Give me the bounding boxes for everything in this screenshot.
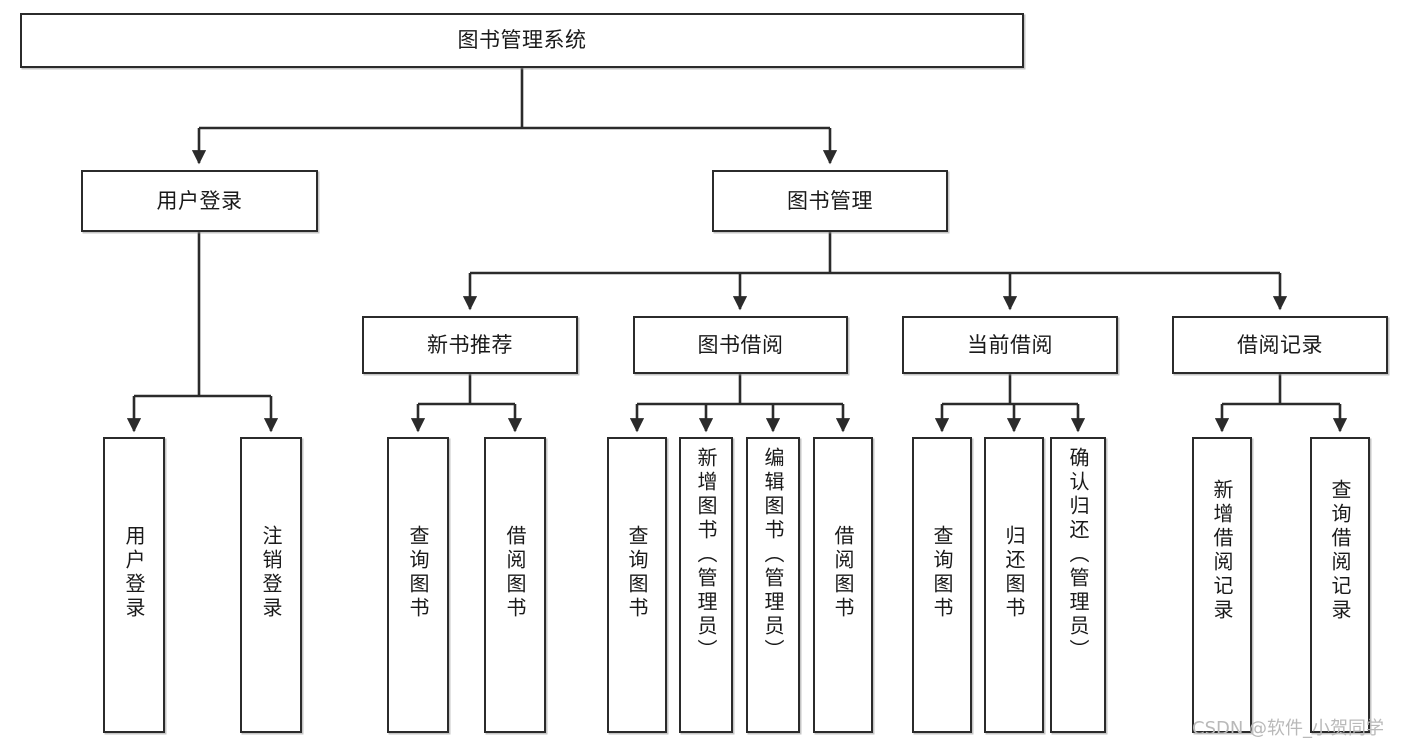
node-leaf-borrow-book-bb-label: 借阅图书 [831, 525, 855, 621]
node-leaf-add-book[interactable]: 新增图书（管理员） [679, 437, 733, 733]
node-current-borrow[interactable]: 当前借阅 [902, 316, 1118, 374]
node-new-book-rec-label: 新书推荐 [427, 332, 513, 357]
node-leaf-query-book-cb-label: 查询图书 [930, 525, 954, 621]
node-book-manage-label: 图书管理 [787, 188, 873, 213]
node-new-book-rec[interactable]: 新书推荐 [362, 316, 578, 374]
node-leaf-query-book-rec[interactable]: 查询图书 [387, 437, 449, 733]
node-leaf-add-book-label: 新增图书（管理员） [694, 447, 718, 663]
node-leaf-user-login[interactable]: 用户登录 [103, 437, 165, 733]
node-leaf-query-record[interactable]: 查询借阅记录 [1310, 437, 1370, 733]
node-leaf-query-record-label: 查询借阅记录 [1328, 479, 1352, 623]
node-leaf-confirm-return-label: 确认归还（管理员） [1066, 447, 1090, 663]
node-leaf-edit-book-label: 编辑图书（管理员） [761, 447, 785, 663]
node-root-label: 图书管理系统 [457, 28, 587, 53]
node-borrow-record-label: 借阅记录 [1237, 332, 1323, 357]
node-leaf-borrow-book-rec-label: 借阅图书 [503, 525, 527, 621]
node-leaf-query-book-bb[interactable]: 查询图书 [607, 437, 667, 733]
node-leaf-query-book-rec-label: 查询图书 [406, 525, 430, 621]
node-leaf-user-login-label: 用户登录 [122, 525, 146, 621]
node-borrow-record[interactable]: 借阅记录 [1172, 316, 1388, 374]
node-leaf-borrow-book-bb[interactable]: 借阅图书 [813, 437, 873, 733]
node-book-borrow-label: 图书借阅 [697, 332, 784, 357]
node-leaf-borrow-book-rec[interactable]: 借阅图书 [484, 437, 546, 733]
node-book-manage[interactable]: 图书管理 [712, 170, 948, 232]
node-leaf-query-book-bb-label: 查询图书 [625, 525, 649, 621]
node-leaf-return-book[interactable]: 归还图书 [984, 437, 1044, 733]
node-current-borrow-label: 当前借阅 [967, 332, 1053, 357]
node-leaf-user-logout[interactable]: 注销登录 [240, 437, 302, 733]
node-book-borrow[interactable]: 图书借阅 [633, 316, 848, 374]
node-root[interactable]: 图书管理系统 [20, 13, 1024, 68]
node-leaf-return-book-label: 归还图书 [1002, 525, 1026, 621]
node-leaf-add-record[interactable]: 新增借阅记录 [1192, 437, 1252, 733]
node-user-login-label: 用户登录 [156, 188, 243, 213]
node-leaf-confirm-return[interactable]: 确认归还（管理员） [1050, 437, 1106, 733]
node-leaf-edit-book[interactable]: 编辑图书（管理员） [746, 437, 800, 733]
node-leaf-add-record-label: 新增借阅记录 [1210, 479, 1234, 623]
node-leaf-query-book-cb[interactable]: 查询图书 [912, 437, 972, 733]
node-user-login[interactable]: 用户登录 [81, 170, 318, 232]
csdn-watermark: CSDN @软件_小贺同学 [1192, 718, 1385, 739]
node-leaf-user-logout-label: 注销登录 [259, 525, 283, 621]
